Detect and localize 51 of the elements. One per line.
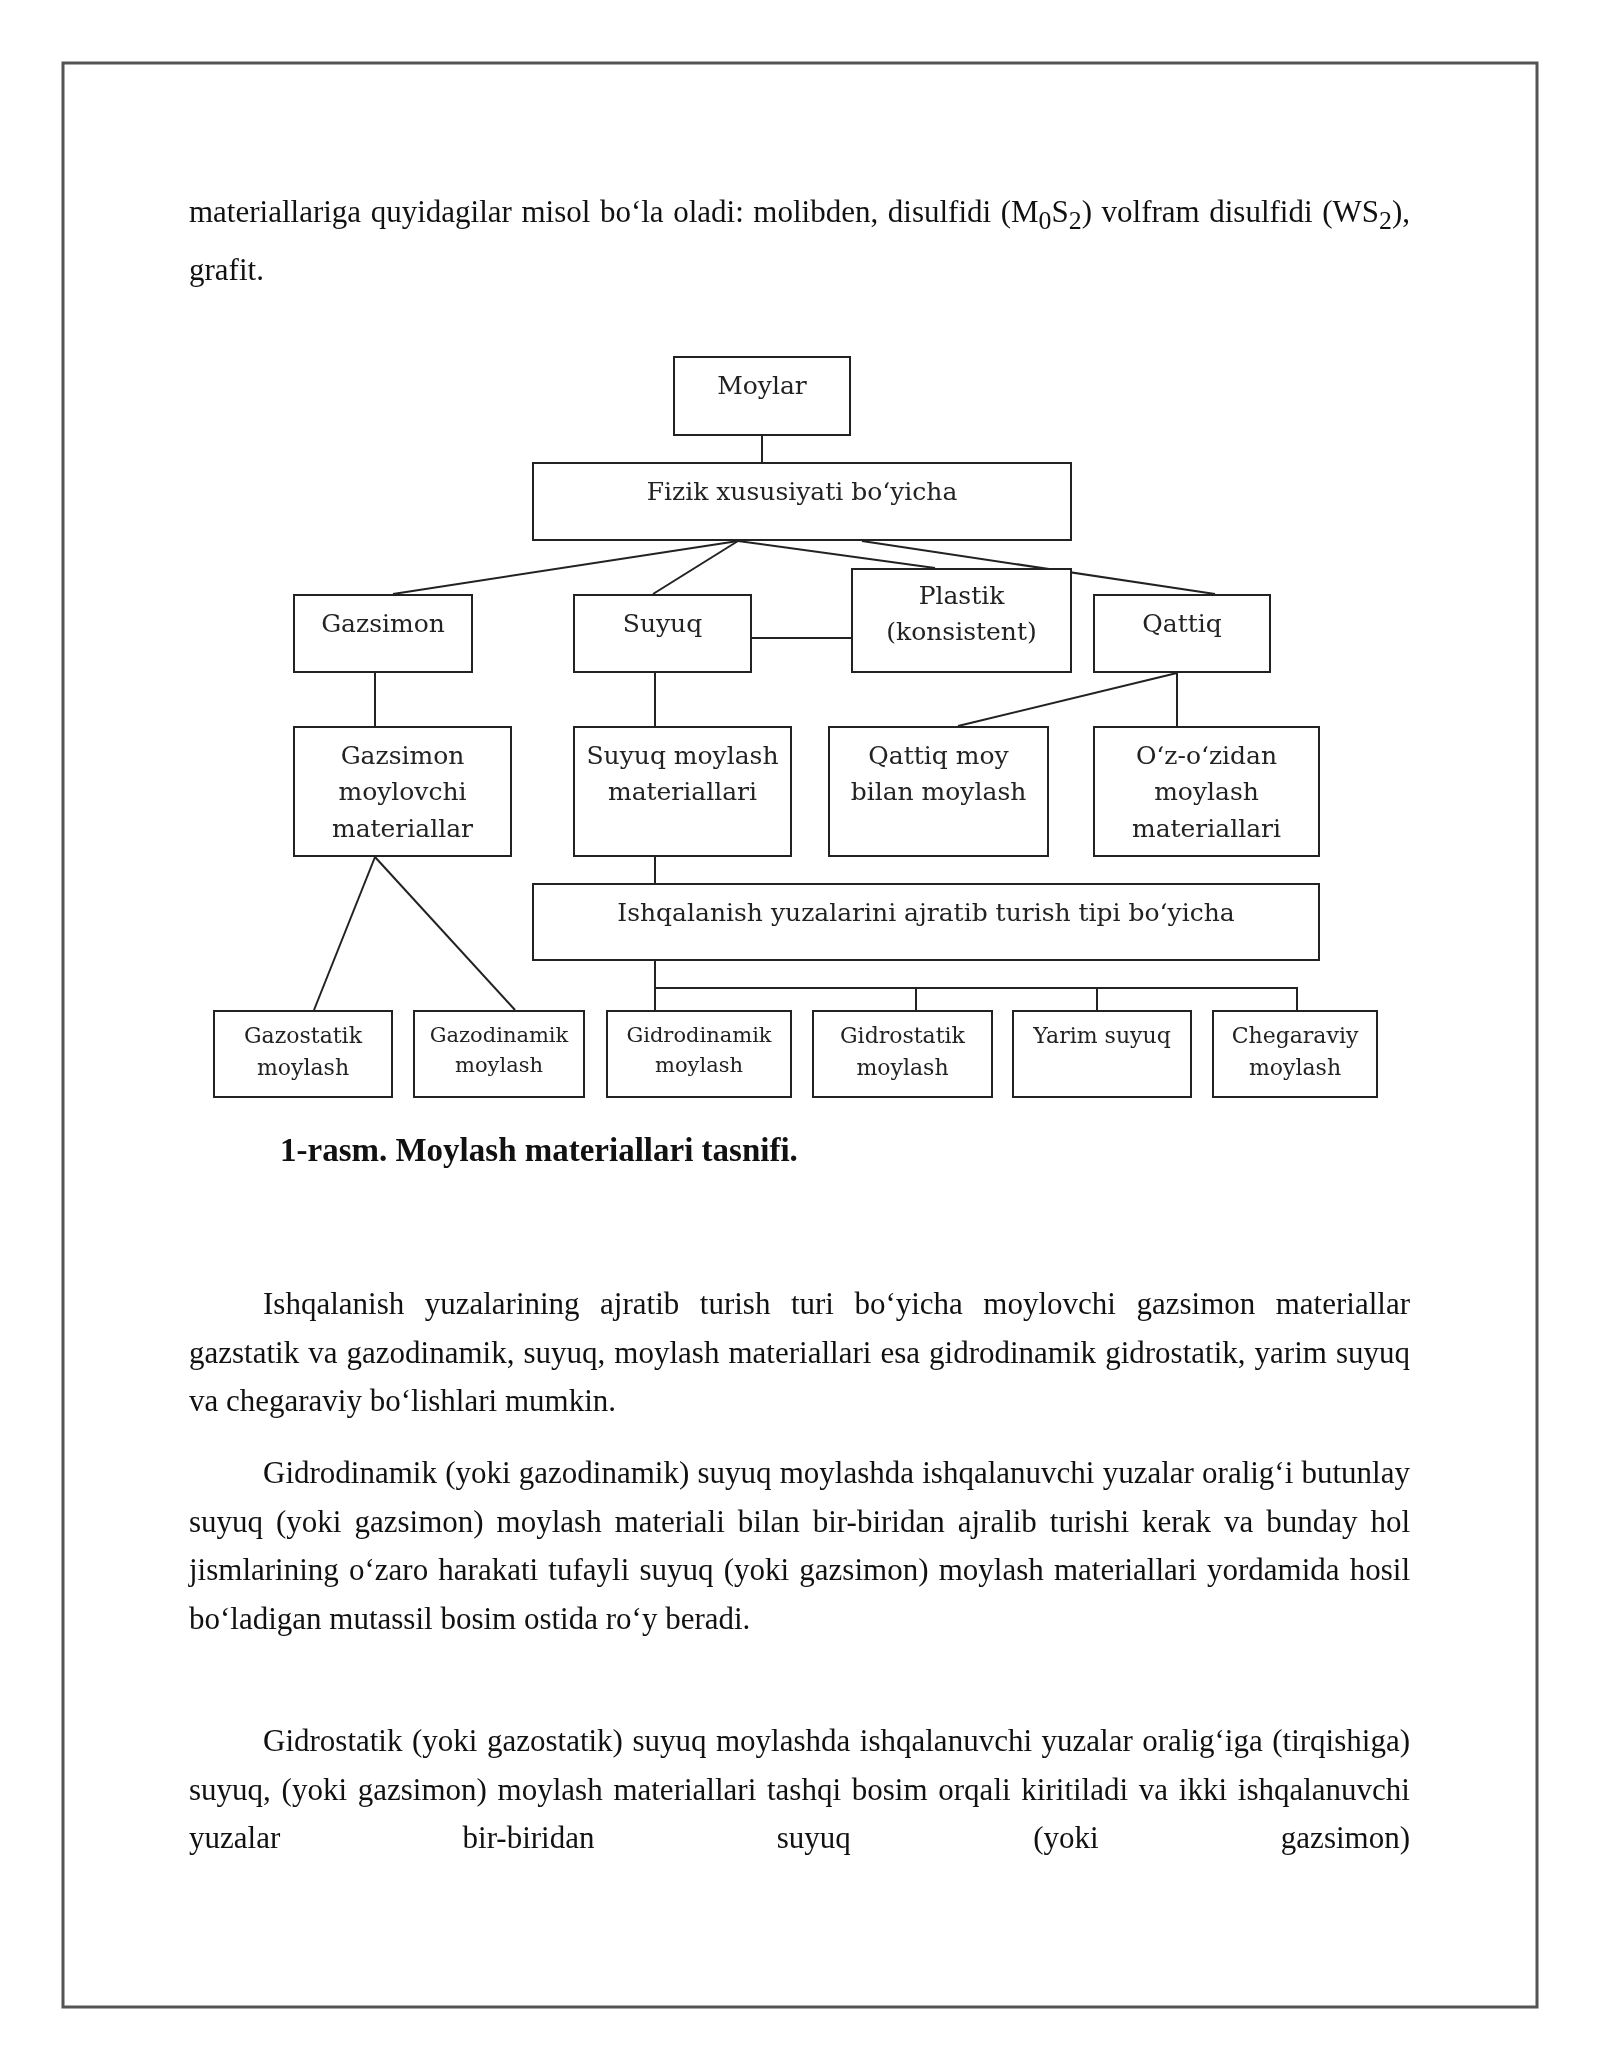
category-box <box>673 356 851 436</box>
category-box <box>1012 1010 1192 1098</box>
body-paragraph: materiallariga quyidagilar misol bo‘la oladi: molibden, disulfidi (M$_{0}$S$_{2}$) volfram disulfidi (WS$_{2}$), grafit. <box>189 193 1410 289</box>
connector-line <box>313 856 376 1011</box>
box-label: Gazsimon <box>321 608 445 640</box>
box-label: Plastik (konsistent) <box>885 580 1038 649</box>
connector-line <box>737 540 936 569</box>
connector-line <box>652 540 739 595</box>
category-box <box>606 1010 792 1098</box>
category-box <box>532 462 1072 541</box>
connector-line <box>654 672 656 727</box>
connector-line <box>761 435 763 463</box>
box-label: Fizik xususiyati bo‘yicha <box>646 476 958 508</box>
box-label: O‘z-o‘zidan moylash materiallari <box>1130 740 1283 845</box>
category-box <box>1093 726 1320 857</box>
box-label: Moylar <box>717 370 807 402</box>
box-label: Gazodinamik moylash <box>428 1022 570 1080</box>
category-box <box>812 1010 993 1098</box>
connector-line <box>957 672 1178 727</box>
box-label: Qattiq moy bilan moylash <box>849 740 1028 809</box>
body-paragraph: Gidrostatik (yoki gazostatik) suyuq moylashda ishqalanuvchi yuzalar oralig‘iga (tirqishiga) suyuq, (yoki gazsimon) moylash materiallari tashqi bosim orqali kiritiladi va ikki ishqalanuvchi yuzalar bir-biridan suyuq (yoki gazsimon) <box>189 1722 1410 1857</box>
box-label: Gidrodinamik moylash <box>625 1022 773 1080</box>
category-box <box>293 594 473 673</box>
category-box <box>293 726 512 857</box>
category-box <box>413 1010 585 1098</box>
category-box <box>1212 1010 1378 1098</box>
box-label: Gazsimon moylovchi materiallar <box>330 740 475 845</box>
connector-line <box>374 672 376 727</box>
category-box <box>213 1010 393 1098</box>
category-box <box>573 594 752 673</box>
body-paragraph: Ishqalanish yuzalarining ajratib turish turi bo‘yicha moylovchi gazsimon materiallar gazstatik va gazodinamik, suyuq, moylash materiallari esa gidrodinamik gidrostatik, yarim suyuq va chegaraviy bo‘lishlari mumkin. <box>189 1285 1410 1420</box>
box-label: Gazostatik moylash <box>243 1022 364 1082</box>
connector-line <box>1176 672 1178 727</box>
box-label: Suyuq <box>622 608 703 640</box>
connector-line <box>654 856 656 884</box>
category-box <box>532 883 1320 961</box>
box-label: Yarim suyuq <box>1033 1022 1171 1050</box>
box-label: Ishqalanish yuzalarini ajratib turish tipi bo‘yicha <box>617 897 1235 929</box>
box-label: Suyuq moylash materiallari <box>585 740 780 809</box>
category-box <box>1093 594 1271 673</box>
connector-line <box>861 540 1216 595</box>
category-box <box>828 726 1049 857</box>
box-label: Qattiq <box>1142 608 1222 640</box>
category-box <box>851 568 1072 673</box>
box-label: Chegaraviy moylash <box>1230 1022 1360 1082</box>
figure-caption: 1-rasm. Moylash materiallari tasnifi. <box>280 1132 798 1169</box>
connector-line <box>374 856 516 1011</box>
box-label: Gidrostatik moylash <box>839 1022 966 1082</box>
category-box <box>573 726 792 857</box>
body-paragraph: Gidrodinamik (yoki gazodinamik) suyuq moylashda ishqalanuvchi yuzalar oralig‘i butunlay suyuq (yoki gazsimon) moylash materiali bilan bir-biridan ajralib turishi kerak va bunday hol jismlarining o‘zaro harakati tufayli suyuq (yoki gazsimon) moylash materiallari yordamida hosil bo‘ladigan mutassil bosim ostida ro‘y beradi. <box>189 1454 1410 1638</box>
connector-line <box>751 637 852 639</box>
